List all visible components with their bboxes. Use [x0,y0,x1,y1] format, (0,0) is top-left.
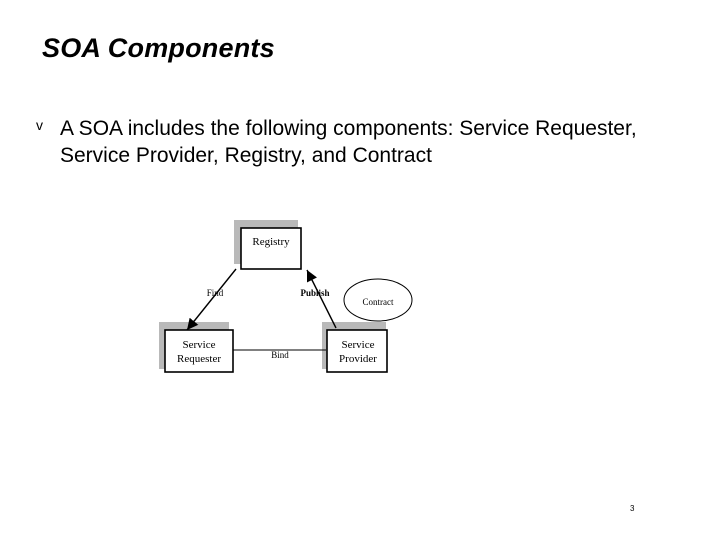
provider-label-line1: Service [342,339,375,351]
bind-label: Bind [271,350,289,360]
contract-ellipse [343,278,413,322]
requester-box [164,329,234,373]
registry-node: Registry [234,220,302,270]
service-requester-node: Service Requester [159,322,234,373]
publish-label: Publish [300,288,329,298]
provider-box [326,329,388,373]
find-label: Find [207,288,224,298]
requester-label-line1: Service [183,339,216,351]
slide-number: 3 [630,504,635,513]
bullet-text: A SOA includes the following components:… [60,117,637,167]
provider-label-line2: Provider [339,353,377,365]
contract-node: Contract [343,278,413,322]
slide-title: SOA Components [42,33,275,63]
service-provider-node: Service Provider [322,322,388,373]
registry-label: Registry [252,236,290,248]
contract-label: Contract [363,297,394,307]
publish-arrow [306,269,337,329]
find-arrow [186,268,237,331]
bullet-marker: v [36,117,43,133]
requester-label-line2: Requester [177,353,221,365]
registry-box [240,227,302,270]
